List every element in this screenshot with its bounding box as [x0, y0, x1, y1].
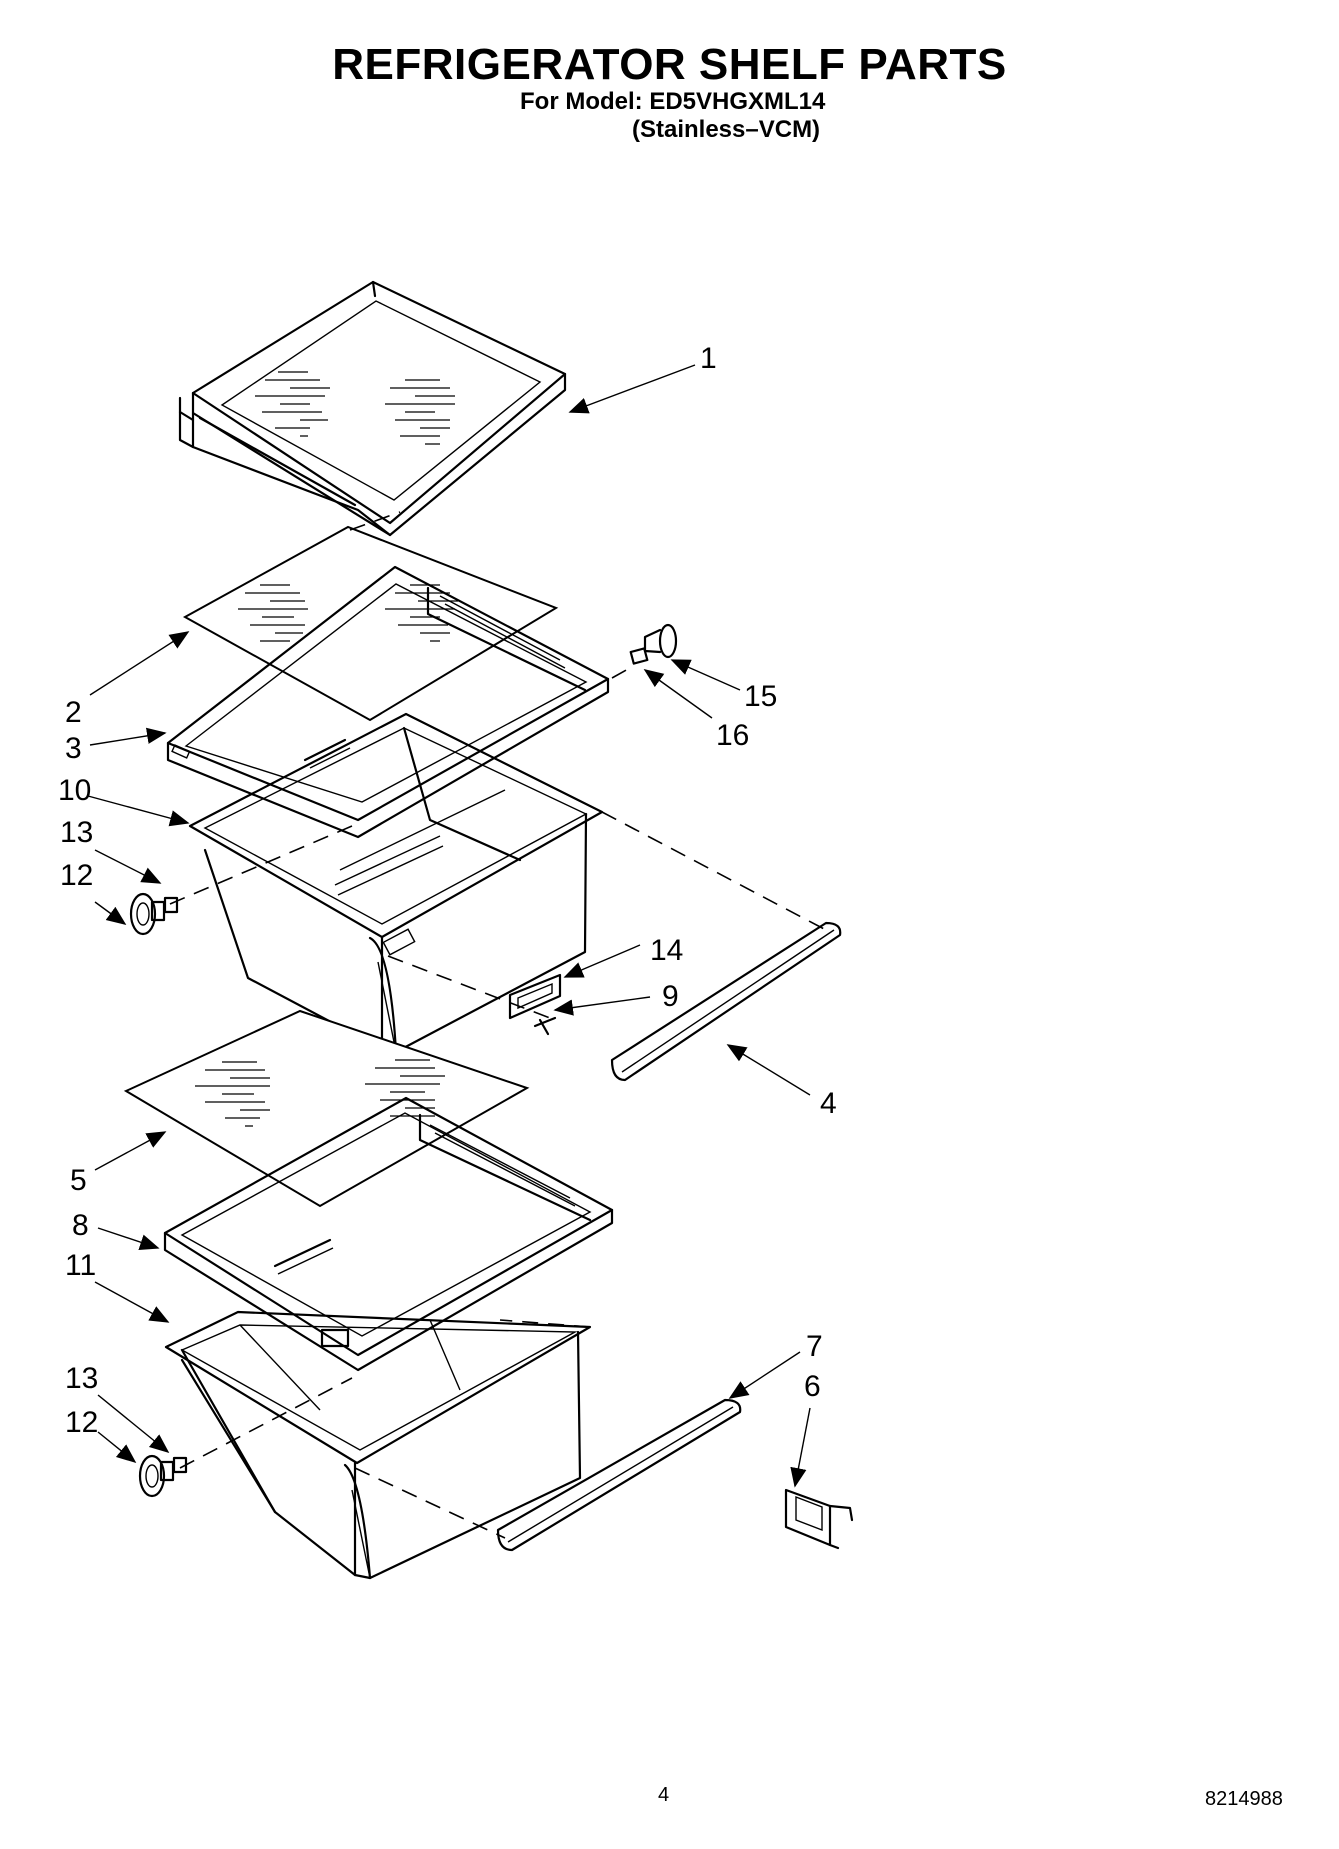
callout-3: 3: [65, 732, 82, 765]
callout-13-lower: 13: [65, 1362, 98, 1395]
callout-8: 8: [72, 1209, 89, 1242]
callout-6: 6: [804, 1370, 821, 1403]
lower-crisper-drawer: [164, 1310, 592, 1580]
callout-9: 9: [662, 980, 679, 1013]
upper-glass-shelf: [182, 525, 559, 722]
callout-10: 10: [58, 774, 91, 807]
upper-crisper-drawer: [188, 712, 604, 1054]
document-number: 8214988: [1205, 1788, 1283, 1810]
callout-4: 4: [820, 1087, 837, 1120]
model-line: For Model: ED5VHGXML14: [520, 88, 826, 115]
upper-drawer-rail: [610, 921, 842, 1082]
lower-shelf-frame: [163, 1096, 614, 1372]
leader-arrows: [87, 364, 811, 1488]
callout-1: 1: [700, 342, 717, 375]
callout-14: 14: [650, 934, 683, 967]
callout-16: 16: [716, 719, 749, 752]
lower-drawer-rail: [496, 1398, 742, 1552]
callout-2: 2: [65, 696, 82, 729]
top-shelf-assembly: [178, 280, 567, 537]
callout-12-upper: 12: [60, 859, 93, 892]
knob-and-screw: [629, 623, 678, 665]
callout-5: 5: [70, 1164, 87, 1197]
alignment-lines: [169, 511, 827, 1539]
callout-11: 11: [65, 1249, 96, 1282]
lower-glass-shelf: [123, 1009, 530, 1208]
callout-15: 15: [744, 680, 777, 713]
callout-7: 7: [806, 1330, 823, 1363]
finish-line: (Stainless–VCM): [632, 116, 821, 143]
drawer-clip-bracket: [508, 973, 562, 1036]
lower-drawer-clip: [784, 1488, 854, 1550]
callout-12-lower: 12: [65, 1406, 98, 1439]
page-title: REFRIGERATOR SHELF PARTS: [332, 40, 1007, 89]
page-number: 4: [658, 1784, 670, 1806]
upper-drawer-knob: [129, 892, 179, 936]
upper-shelf-frame: [166, 565, 610, 839]
lower-drawer-knob: [138, 1454, 188, 1498]
callout-13-upper: 13: [60, 816, 93, 849]
callout-labels: 1 2 3 10 13 12 15 16 14 9 4 5 8 11 13 12…: [58, 342, 837, 1439]
